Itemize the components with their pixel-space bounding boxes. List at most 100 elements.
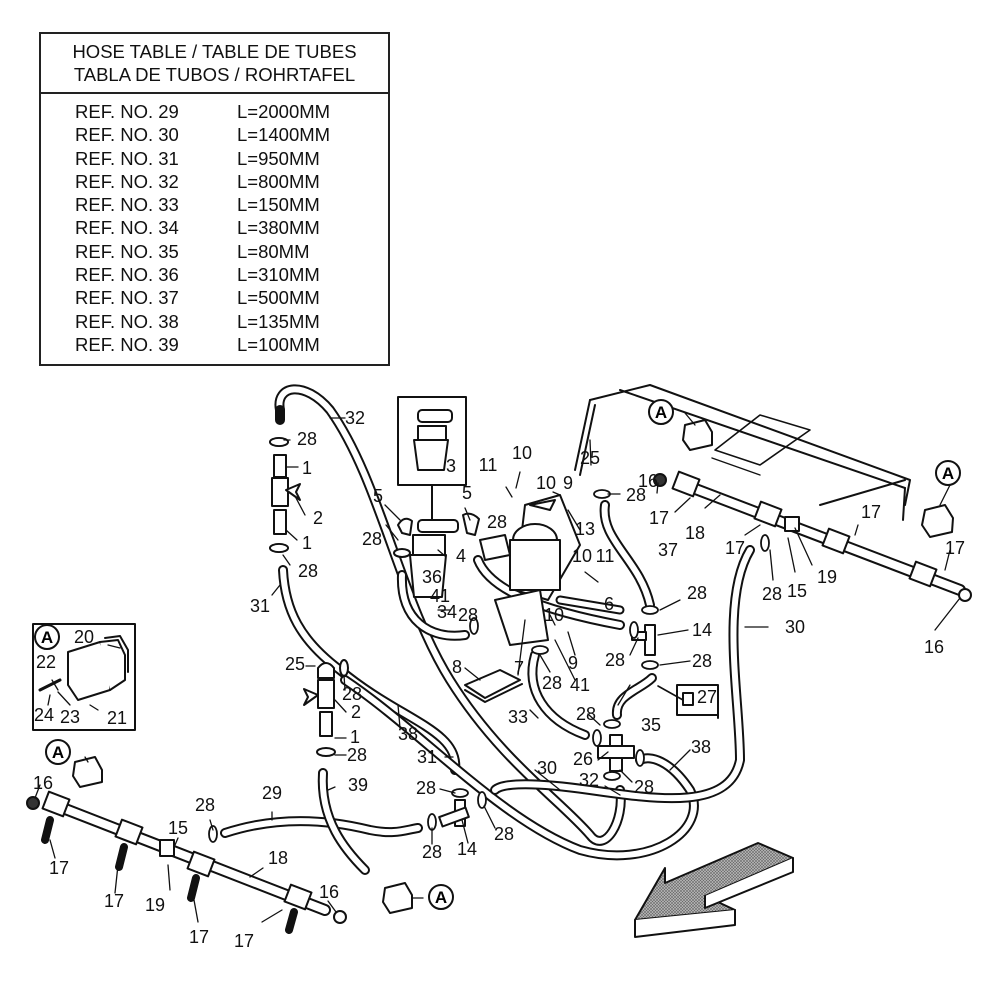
callout-part-10: 10: [511, 443, 533, 463]
hose-34: [396, 570, 470, 641]
callout-part-33: 33: [507, 707, 529, 727]
detail-a-circle: [45, 739, 71, 765]
detail-a-circle: [935, 460, 961, 486]
callout-part-28: 28: [541, 673, 563, 693]
callout-part-21: 21: [106, 708, 128, 728]
detail-a-box: [32, 623, 136, 731]
callout-part-28: 28: [346, 745, 368, 765]
hose-ref-number: REF. NO. 29: [75, 101, 179, 122]
callout-part-30: 30: [536, 758, 558, 778]
hose-ref-number: REF. NO. 34: [75, 217, 179, 239]
callout-part-10: 10: [571, 546, 593, 566]
boom-left: [26, 790, 347, 934]
callout-part-28: 28: [625, 485, 647, 505]
callout-part-8: 8: [451, 657, 463, 677]
valve-assembly-mid: [303, 659, 349, 757]
callout-part-31: 31: [416, 747, 438, 767]
callout-part-38: 38: [690, 737, 712, 757]
callout-part-19: 19: [816, 567, 838, 587]
callout-part-28: 28: [296, 429, 318, 449]
callout-part-2: 2: [350, 702, 362, 722]
detail-a-letter: A: [942, 464, 954, 483]
filter-assembly: [393, 396, 480, 598]
callout-part-32: 32: [344, 408, 366, 428]
hose-table-title-line2: TABLA DE TUBOS / ROHRTAFEL: [73, 64, 356, 85]
callout-part-28: 28: [575, 704, 597, 724]
hose-length: L=100MM: [237, 333, 320, 355]
callout-part-41: 41: [569, 675, 591, 695]
callout-part-7: 7: [513, 658, 525, 678]
hose-33: [527, 650, 590, 740]
callout-part-28: 28: [194, 795, 216, 815]
hose-ref-number: REF. NO. 36: [75, 264, 179, 286]
callout-part-28: 28: [361, 529, 383, 549]
hose-ref-number: REF. NO. 31: [75, 147, 179, 169]
callout-part-32: 32: [578, 770, 600, 790]
hose-ref-number: REF. NO. 33: [75, 194, 179, 216]
hose-length: L=80MM: [237, 240, 310, 262]
callout-part-1: 1: [301, 533, 313, 553]
callout-part-6: 6: [603, 594, 615, 614]
callout-part-14: 14: [691, 620, 713, 640]
detail-a-marker: A: [428, 884, 454, 910]
callout-part-18: 18: [267, 848, 289, 868]
callout-part-20: 20: [73, 627, 95, 647]
callout-part-31: 31: [249, 596, 271, 616]
box-27: [657, 684, 719, 719]
callout-part-35: 35: [640, 715, 662, 735]
callout-part-19: 19: [144, 895, 166, 915]
callout-part-1: 1: [301, 458, 313, 478]
callout-part-9: 9: [562, 473, 574, 493]
bracket-8: [464, 669, 523, 703]
hose-37: [599, 500, 655, 610]
hose-length: L=150MM: [237, 194, 320, 216]
hose-length: L=800MM: [237, 170, 320, 192]
callout-part-29: 29: [261, 783, 283, 803]
detail-a-letter: A: [655, 403, 667, 422]
hose-ref-number: REF. NO. 37: [75, 287, 179, 309]
clamps: [208, 437, 770, 843]
detail-a-marker: A: [935, 460, 961, 486]
pump-assembly: [479, 494, 625, 646]
callout-part-36: 36: [421, 567, 443, 587]
callout-part-37: 37: [657, 540, 679, 560]
callout-part-16: 16: [923, 637, 945, 657]
callout-part-28: 28: [341, 684, 363, 704]
callout-part-22: 22: [35, 652, 57, 672]
callout-part-28: 28: [457, 605, 479, 625]
tee-14-left: [438, 799, 470, 828]
callout-part-39: 39: [347, 775, 369, 795]
callout-part-2: 2: [312, 508, 324, 528]
detail-a-letter: A: [435, 888, 447, 907]
callout-part-38: 38: [397, 724, 419, 744]
detail-a-marker: A: [34, 624, 60, 650]
detail-a-blocks: [72, 419, 954, 914]
callout-part-9: 9: [567, 653, 579, 673]
callout-part-23: 23: [59, 707, 81, 727]
callout-part-28: 28: [486, 512, 508, 532]
callout-part-17: 17: [188, 927, 210, 947]
callout-part-5: 5: [372, 486, 384, 506]
callout-part-17: 17: [860, 502, 882, 522]
callout-part-27: 27: [696, 687, 718, 707]
callout-part-17: 17: [233, 931, 255, 951]
hose-ref-number: REF. NO. 38: [75, 310, 179, 332]
cross-26: [597, 734, 635, 772]
boom-right: [653, 470, 972, 602]
direction-arrow: [634, 842, 794, 938]
callout-part-41: 41: [429, 586, 451, 606]
callout-part-28: 28: [633, 777, 655, 797]
callout-part-1: 1: [349, 727, 361, 747]
leader-lines: [34, 412, 961, 923]
detail-a-letter: A: [41, 628, 53, 647]
callout-part-11: 11: [478, 455, 498, 475]
hose-table-title: HOSE TABLE / TABLE DE TUBES TABLA DE TUB…: [41, 34, 388, 94]
hose-table: HOSE TABLE / TABLE DE TUBES TABLA DE TUB…: [39, 32, 390, 366]
callout-part-24: 24: [33, 705, 55, 725]
